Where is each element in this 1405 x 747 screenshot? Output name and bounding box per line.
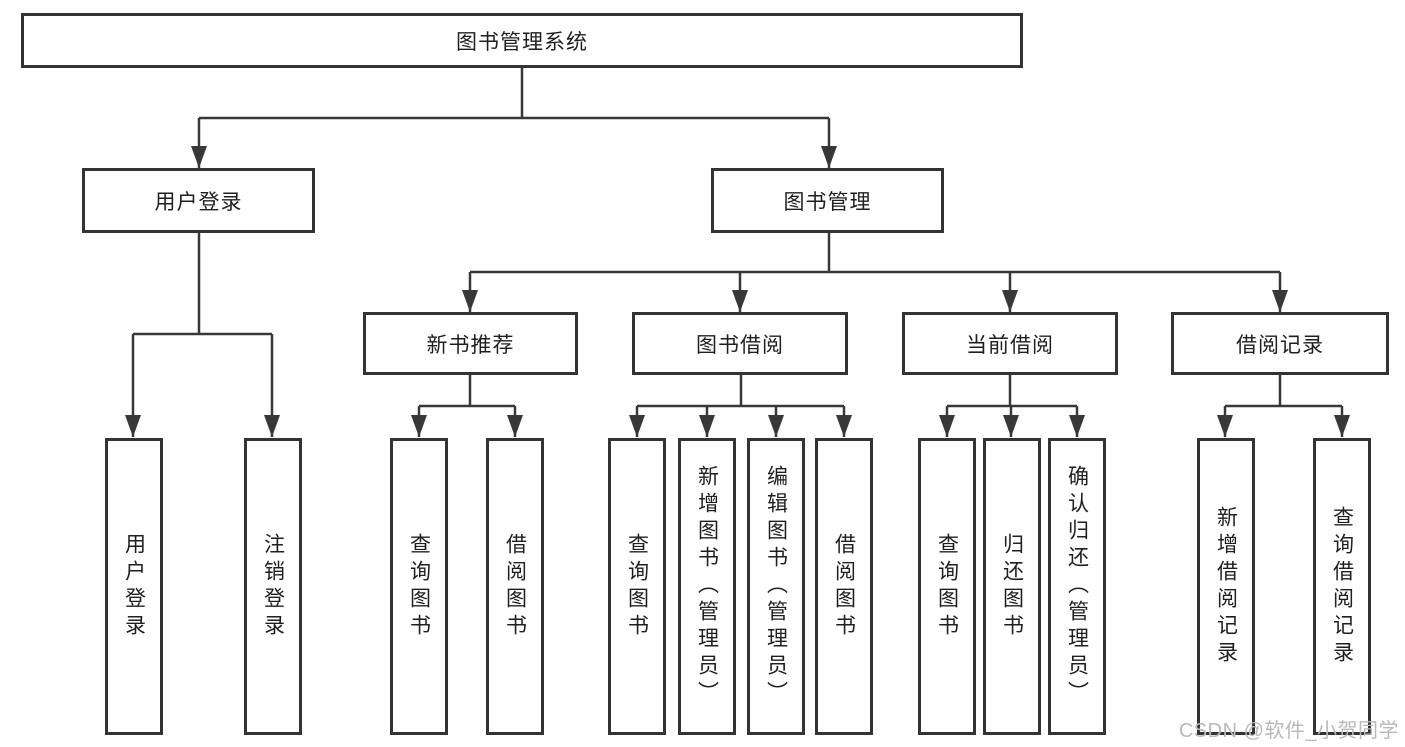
leaf-records-add-record: 新增借阅记录: [1197, 438, 1255, 735]
leaf-records-query-record: 查询借阅记录: [1313, 438, 1371, 735]
node-user-login: 用户登录: [82, 168, 315, 233]
leaf-borrow-add-books-admin: 新增图书（管理员）: [678, 438, 736, 735]
leaf-current-query-books: 查询图书: [918, 438, 976, 735]
leaf-logout: 注销登录: [244, 438, 302, 735]
leaf-user-login: 用户登录: [105, 438, 163, 735]
leaf-newbooks-borrow-books: 借阅图书: [486, 438, 544, 735]
leaf-current-return-books: 归还图书: [983, 438, 1041, 735]
leaf-current-confirm-return-admin: 确认归还（管理员）: [1048, 438, 1106, 735]
leaf-borrow-query-books: 查询图书: [608, 438, 666, 735]
node-book-borrow: 图书借阅: [632, 312, 848, 375]
node-current-borrow: 当前借阅: [902, 312, 1118, 375]
leaf-newbooks-query-books: 查询图书: [390, 438, 448, 735]
node-borrow-records: 借阅记录: [1171, 312, 1389, 375]
node-new-book-recommend: 新书推荐: [363, 312, 578, 375]
node-library-management-system: 图书管理系统: [21, 13, 1023, 68]
leaf-borrow-edit-books-admin: 编辑图书（管理员）: [747, 438, 805, 735]
leaf-borrow-borrow-books: 借阅图书: [815, 438, 873, 735]
node-book-management: 图书管理: [711, 168, 944, 233]
watermark: CSDN @软件_小贺同学: [1178, 720, 1399, 742]
